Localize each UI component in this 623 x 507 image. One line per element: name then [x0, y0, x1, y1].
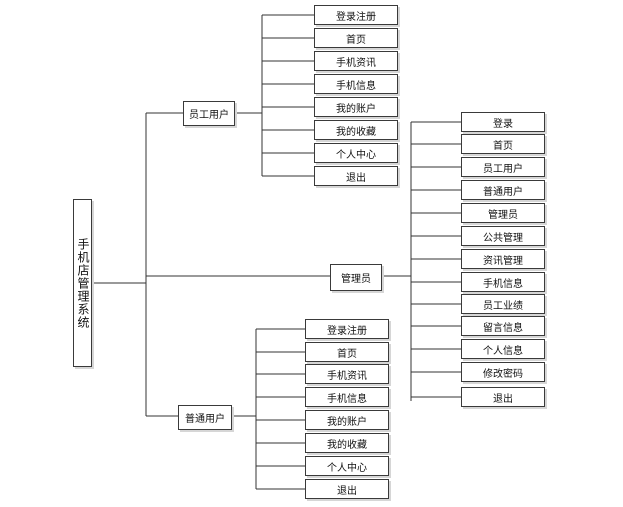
normal-leaf-node: 退出 — [305, 479, 389, 499]
staff-leaf-label: 手机信息 — [336, 80, 376, 92]
staff-leaf-label: 登录注册 — [336, 11, 376, 23]
admin-leaf-node: 登录 — [461, 112, 545, 132]
staff-leaf-label: 退出 — [346, 172, 366, 184]
admin-leaf-node: 首页 — [461, 134, 545, 154]
branch-admin-label: 管理员 — [341, 274, 371, 285]
admin-leaf-label: 员工业绩 — [483, 300, 523, 312]
admin-leaf-node: 普通用户 — [461, 180, 545, 200]
branch-staff-label: 员工用户 — [189, 110, 229, 121]
admin-leaf-node: 管理员 — [461, 203, 545, 223]
admin-leaf-label: 留言信息 — [483, 322, 523, 334]
normal-leaf-label: 个人中心 — [327, 462, 367, 474]
normal-leaf-node: 手机资讯 — [305, 364, 389, 384]
admin-leaf-label: 普通用户 — [483, 186, 523, 198]
admin-leaf-label: 手机信息 — [483, 278, 523, 290]
admin-leaf-node: 手机信息 — [461, 272, 545, 292]
admin-leaf-node: 公共管理 — [461, 226, 545, 246]
admin-leaf-node: 个人信息 — [461, 339, 545, 359]
admin-leaf-label: 个人信息 — [483, 345, 523, 357]
normal-leaf-node: 个人中心 — [305, 456, 389, 476]
normal-leaf-label: 手机信息 — [327, 393, 367, 405]
normal-leaf-node: 首页 — [305, 342, 389, 362]
admin-leaf-node: 员工业绩 — [461, 294, 545, 314]
branch-normal-node: 普通用户 — [178, 405, 232, 430]
normal-leaf-label: 我的账户 — [327, 416, 367, 428]
admin-leaf-node: 留言信息 — [461, 316, 545, 336]
staff-leaf-node: 我的账户 — [314, 97, 398, 117]
normal-leaf-label: 登录注册 — [327, 325, 367, 337]
normal-leaf-node: 手机信息 — [305, 387, 389, 407]
admin-leaf-node: 修改密码 — [461, 362, 545, 382]
admin-leaf-label: 退出 — [493, 393, 513, 405]
staff-leaf-label: 个人中心 — [336, 149, 376, 161]
admin-leaf-label: 公共管理 — [483, 232, 523, 244]
normal-leaf-node: 我的账户 — [305, 410, 389, 430]
normal-leaf-label: 我的收藏 — [327, 439, 367, 451]
staff-leaf-node: 个人中心 — [314, 143, 398, 163]
admin-leaf-label: 首页 — [493, 140, 513, 152]
staff-leaf-node: 首页 — [314, 28, 398, 48]
staff-leaf-label: 我的收藏 — [336, 126, 376, 138]
normal-leaf-label: 退出 — [337, 485, 357, 497]
admin-leaf-node: 退出 — [461, 387, 545, 407]
staff-leaf-node: 登录注册 — [314, 5, 398, 25]
admin-leaf-label: 管理员 — [488, 209, 518, 221]
normal-leaf-label: 首页 — [337, 348, 357, 360]
branch-admin-node: 管理员 — [330, 264, 382, 291]
staff-leaf-node: 退出 — [314, 166, 398, 186]
staff-leaf-node: 我的收藏 — [314, 120, 398, 140]
normal-leaf-node: 登录注册 — [305, 319, 389, 339]
admin-leaf-label: 资讯管理 — [483, 255, 523, 267]
admin-leaf-label: 修改密码 — [483, 368, 523, 380]
branch-staff-node: 员工用户 — [183, 101, 235, 126]
staff-leaf-node: 手机资讯 — [314, 51, 398, 71]
admin-leaf-node: 资讯管理 — [461, 249, 545, 269]
normal-leaf-node: 我的收藏 — [305, 433, 389, 453]
staff-leaf-label: 首页 — [346, 34, 366, 46]
admin-leaf-label: 员工用户 — [483, 163, 523, 175]
branch-normal-label: 普通用户 — [185, 414, 225, 425]
staff-leaf-label: 手机资讯 — [336, 57, 376, 69]
normal-leaf-label: 手机资讯 — [327, 370, 367, 382]
admin-leaf-label: 登录 — [493, 118, 513, 130]
admin-leaf-node: 员工用户 — [461, 157, 545, 177]
root-node-label: 手机店管理系统 — [76, 237, 90, 329]
root-node: 手机店管理系统 — [73, 199, 92, 367]
staff-leaf-label: 我的账户 — [336, 103, 376, 115]
staff-leaf-node: 手机信息 — [314, 74, 398, 94]
